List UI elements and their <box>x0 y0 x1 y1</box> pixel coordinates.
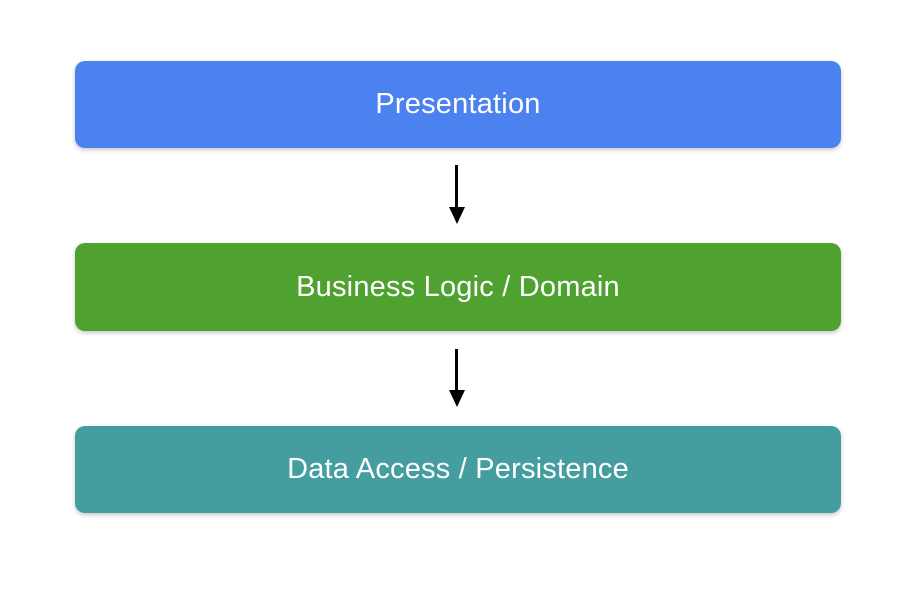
layer-box-business-logic: Business Logic / Domain <box>75 243 841 331</box>
layer-label-presentation: Presentation <box>375 88 541 120</box>
arrow-head <box>448 207 465 224</box>
layer-label-data-access: Data Access / Persistence <box>287 453 629 485</box>
arrow-stem <box>455 165 458 207</box>
arrow-stem <box>455 349 458 390</box>
arrow-head <box>448 390 465 407</box>
layer-box-presentation: Presentation <box>75 61 841 148</box>
arrow-down-icon <box>448 349 465 407</box>
arrow-down-icon <box>448 165 465 224</box>
layer-label-business-logic: Business Logic / Domain <box>296 270 620 303</box>
layer-box-data-access: Data Access / Persistence <box>75 426 841 513</box>
